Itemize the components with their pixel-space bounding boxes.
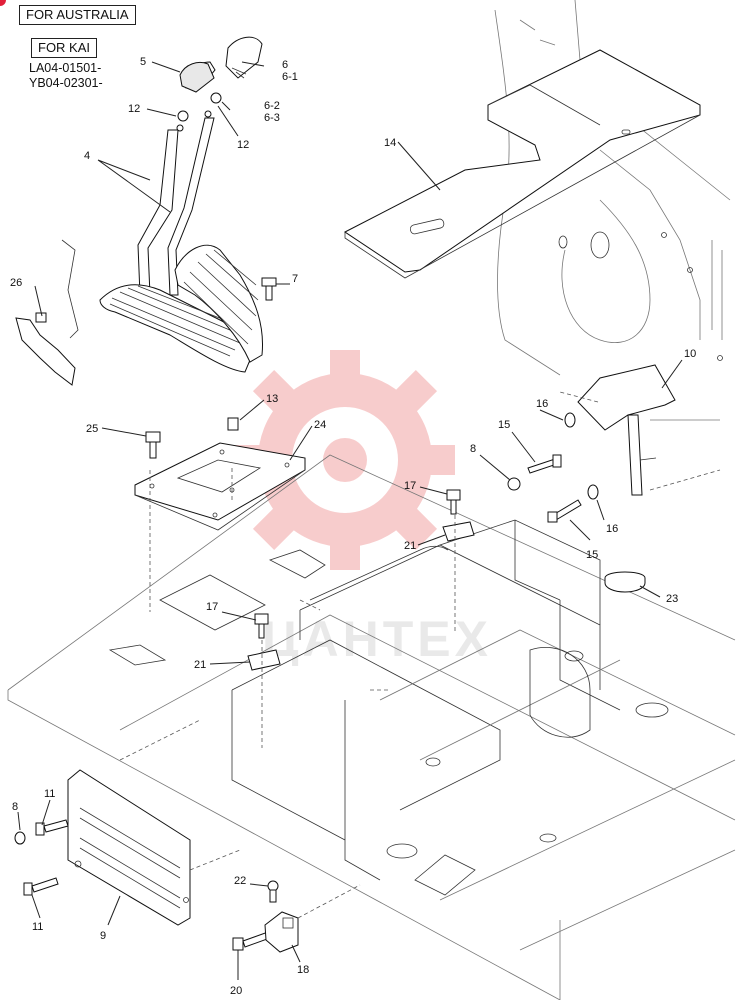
cap-23 (604, 571, 646, 593)
region-label: FOR AUSTRALIA (19, 5, 136, 25)
variant-label: FOR KAI (31, 38, 98, 58)
callout-12-left: 12 (128, 103, 140, 115)
callout-16-upper: 16 (536, 398, 548, 410)
callout-21-upper: 21 (404, 540, 416, 552)
callout-15-lower: 15 (586, 549, 598, 561)
callout-17-lower: 17 (206, 601, 218, 613)
fitting-22 (267, 880, 279, 903)
hidden-lines (119, 391, 721, 919)
callout-17-upper: 17 (404, 480, 416, 492)
callout-15-upper: 15 (498, 419, 510, 431)
callout-16-lower: 16 (606, 523, 618, 535)
serial-range-2: YB04-02301- (29, 76, 103, 90)
callout-labels: 5 6 6-1 6-2 6-3 12 12 4 7 26 14 10 13 25… (10, 56, 696, 997)
callout-12-right: 12 (237, 139, 249, 151)
callout-4: 4 (84, 150, 90, 162)
callout-25: 25 (86, 423, 98, 435)
bolt-11-lower (23, 877, 59, 896)
callout-6: 6 (282, 59, 288, 71)
callout-6-1: 6-1 (282, 71, 298, 83)
washer-16-upper (564, 412, 576, 428)
floor-mat (344, 49, 701, 279)
callout-6-2: 6-2 (264, 100, 280, 112)
callout-22: 22 (234, 875, 246, 887)
bracket-18 (264, 911, 299, 953)
callout-26: 26 (10, 277, 22, 289)
cap-8-upper (507, 477, 521, 491)
bolt-25 (145, 431, 161, 459)
callout-8-upper: 8 (470, 443, 476, 455)
bracket-26 (15, 239, 79, 386)
bolt-20 (232, 931, 271, 951)
small-hardware (14, 277, 646, 953)
cover-9 (67, 769, 191, 926)
bolt-7 (261, 277, 277, 301)
washer-16-lower (587, 484, 599, 500)
clip-21-lower (247, 649, 281, 671)
bolt-15-lower (547, 499, 582, 523)
callout-11-upper: 11 (44, 788, 55, 800)
callout-7: 7 (292, 273, 298, 285)
serial-range-1: LA04-01501- (29, 61, 102, 75)
callout-21-lower: 21 (194, 659, 206, 671)
pedal-assembly (99, 36, 264, 373)
callout-24: 24 (314, 419, 326, 431)
corner-marker (0, 0, 6, 6)
callout-6-3: 6-3 (264, 112, 280, 124)
callout-20: 20 (230, 985, 242, 997)
bolt-17-upper (446, 489, 461, 515)
cab-floor-frame (7, 454, 736, 1000)
callout-13: 13 (266, 393, 278, 405)
serial-range-list: LA04-01501- YB04-02301- (29, 61, 103, 91)
callout-5: 5 (140, 56, 146, 68)
callout-14: 14 (384, 137, 396, 149)
lever-10 (577, 364, 720, 496)
clip-21-upper (442, 521, 475, 542)
callout-8-lower: 8 (12, 801, 18, 813)
bolt-17-lower (254, 613, 269, 639)
bolt-15-upper (527, 454, 562, 474)
leader-lines (17, 61, 683, 980)
callout-23: 23 (666, 593, 678, 605)
callout-18: 18 (297, 964, 309, 976)
plate-24 (134, 442, 306, 531)
bolt-11-upper (35, 819, 69, 836)
callout-10: 10 (684, 348, 696, 360)
callout-9: 9 (100, 930, 106, 942)
nut-13 (227, 417, 239, 431)
cap-8-lower (14, 831, 26, 845)
callout-11-lower: 11 (32, 921, 43, 933)
